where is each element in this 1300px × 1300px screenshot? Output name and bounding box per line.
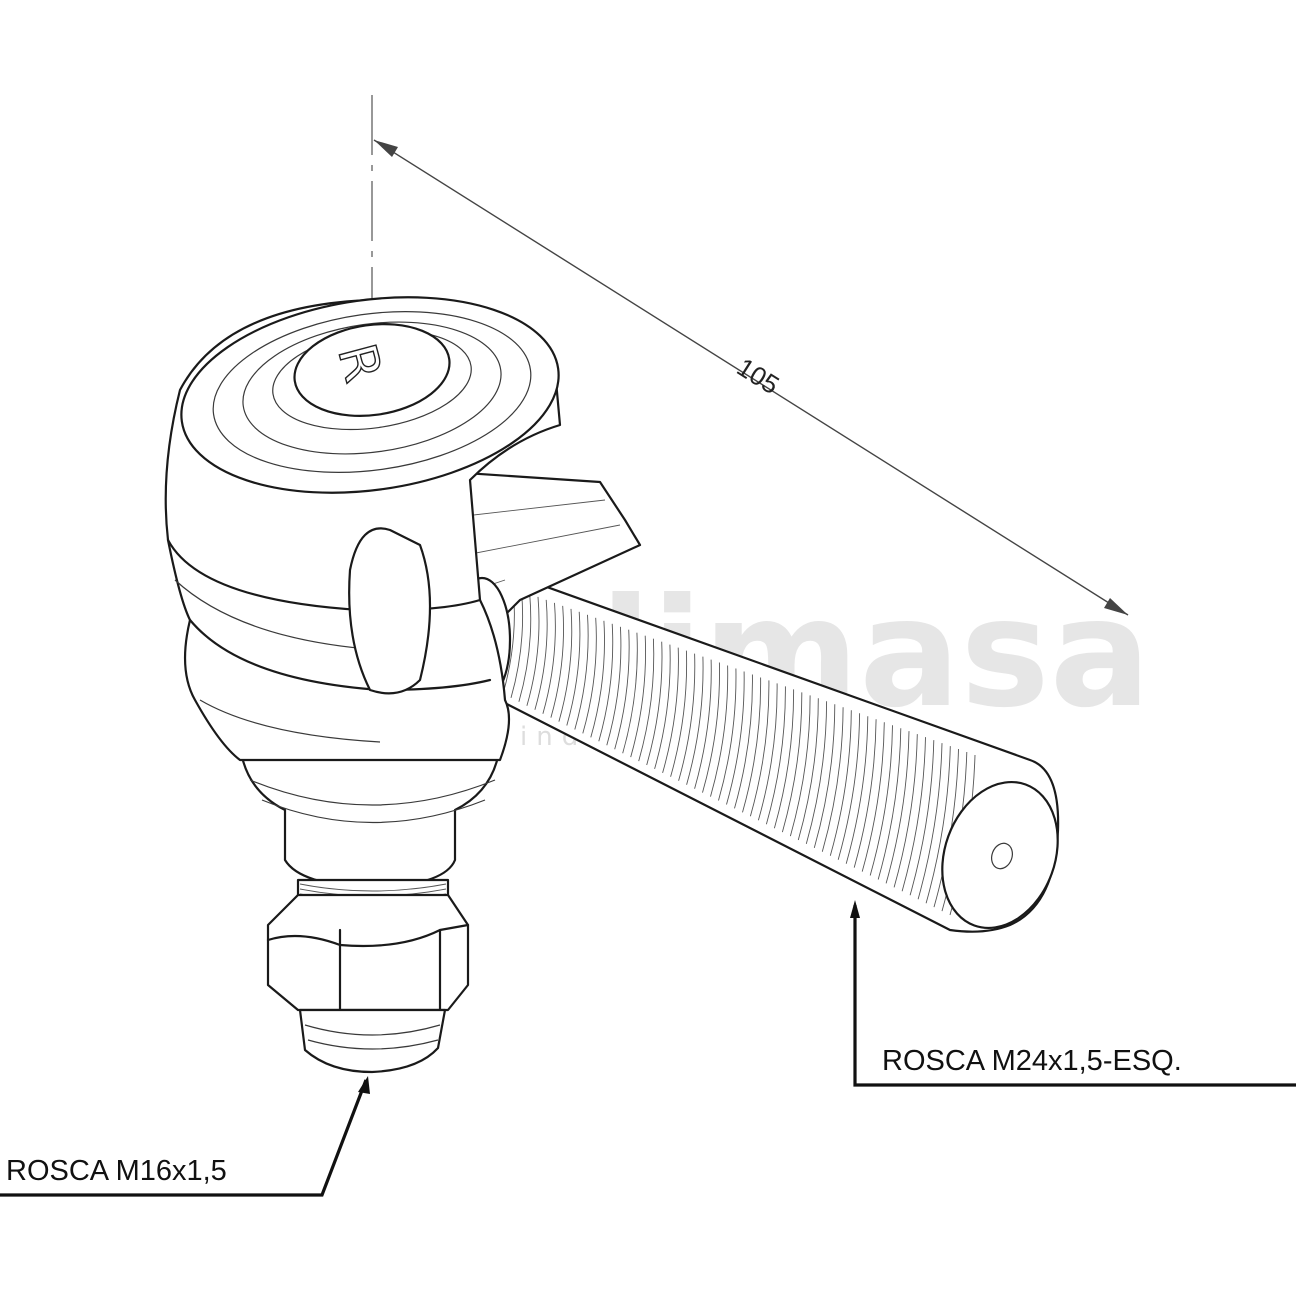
thread-line [614, 629, 630, 750]
thread-line [638, 638, 655, 762]
hex-nut [266, 893, 470, 1012]
thread-line [893, 734, 918, 888]
thread-line [558, 608, 573, 722]
thread-line [797, 698, 819, 841]
thread-line [686, 656, 704, 785]
thread-line [789, 695, 811, 837]
dimension-arrow-end [1104, 598, 1128, 615]
thread-line [646, 641, 663, 766]
label-thread-large-text: ROSCA M24x1,5-ESQ. [882, 1045, 1182, 1077]
thread-line [925, 746, 951, 904]
thread-line [710, 665, 729, 797]
label-thread-small: ROSCA M16x1,5 [0, 1076, 370, 1197]
neck-rings [249, 779, 496, 824]
thread-line [590, 620, 605, 738]
lower-stud [266, 878, 470, 1074]
thread-line [845, 716, 869, 864]
cap-ring-3 [242, 321, 502, 455]
thread-line [670, 650, 688, 777]
thread-line [718, 668, 737, 801]
label-thread-large: ROSCA M24x1,5-ESQ. [850, 900, 1296, 1087]
thread-line [877, 728, 902, 880]
thread-line [781, 692, 803, 833]
leader-arrow-small [358, 1076, 370, 1094]
hex-nut-chamfer [266, 923, 470, 948]
thread-line [837, 713, 861, 860]
thread-line [765, 686, 786, 825]
thread-line [566, 611, 581, 726]
stud-thread-line [299, 883, 447, 892]
thread-line [622, 632, 638, 754]
thread-line [773, 689, 795, 829]
thread-line [534, 599, 548, 710]
leader-thread-large [853, 905, 1296, 1087]
thread-line [734, 674, 753, 809]
threaded-shank [493, 570, 1060, 933]
thread-line [821, 707, 844, 852]
dimension-line [373, 139, 1129, 616]
socket-housing: R [164, 296, 562, 890]
thread-line [542, 602, 556, 714]
thread-line [829, 710, 852, 856]
stud-tip [298, 1008, 447, 1074]
thread-line [909, 740, 935, 896]
thread-line [550, 605, 564, 718]
thread-line [630, 635, 646, 758]
stud-tip-rings [304, 1024, 441, 1050]
thread-line [694, 659, 712, 789]
thread-line [662, 647, 679, 774]
thread-line [813, 704, 836, 849]
thread-line [853, 719, 877, 868]
thread-line [518, 593, 532, 702]
thread-line [742, 677, 762, 813]
thread-line [726, 671, 745, 805]
cap-dome [293, 323, 451, 417]
thread-line [901, 737, 926, 892]
thread-line [510, 590, 524, 699]
thread-line [757, 683, 778, 821]
thread-line [869, 725, 893, 876]
thread-line [582, 617, 597, 734]
housing-side-boss [348, 527, 432, 695]
thread-line [805, 701, 828, 845]
thread-line [917, 743, 943, 900]
housing-groove-2 [188, 618, 492, 692]
shank-end-face [941, 780, 1059, 930]
housing-groove-fine [174, 579, 381, 743]
housing-neck [238, 743, 502, 890]
thread-line [574, 614, 589, 730]
shank-center-hole [991, 842, 1013, 870]
thread-line [526, 596, 540, 706]
leader-thread-small [0, 1079, 368, 1197]
thread-line [861, 722, 885, 872]
label-thread-small-text: ROSCA M16x1,5 [6, 1155, 227, 1187]
leader-arrow-large [850, 900, 860, 918]
thread-line [702, 662, 720, 793]
cap-ring-2 [212, 311, 532, 473]
dimension-arrow-start [374, 140, 398, 157]
thread-line [606, 626, 622, 746]
thread-line [598, 623, 614, 742]
thread-line [654, 644, 671, 770]
thread-line [678, 653, 696, 781]
thread-line [885, 731, 910, 884]
thread-line [749, 680, 770, 817]
